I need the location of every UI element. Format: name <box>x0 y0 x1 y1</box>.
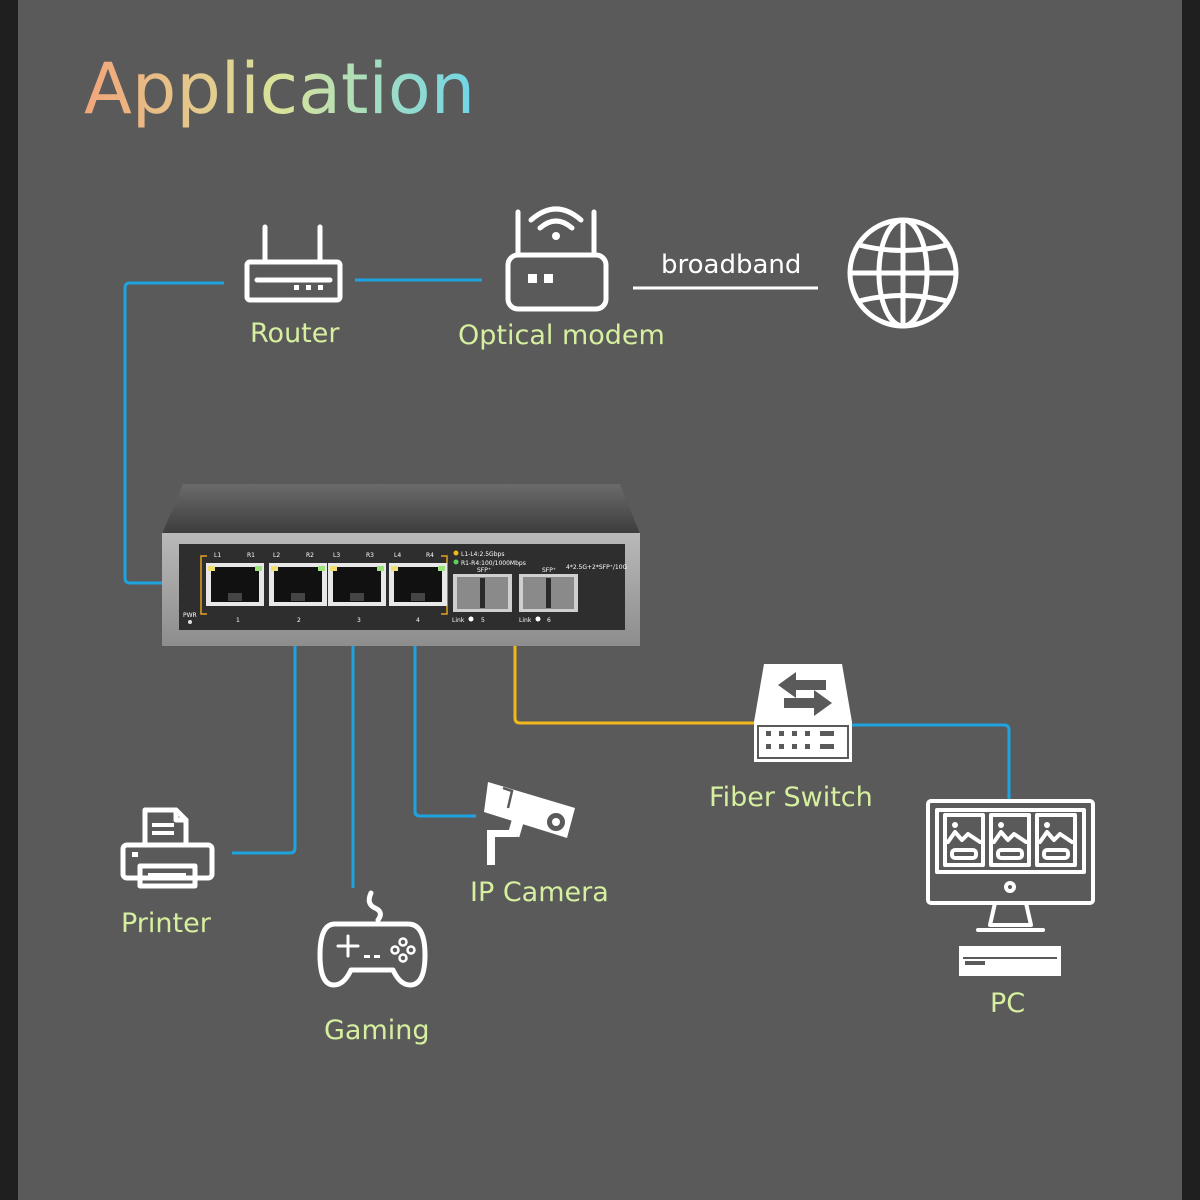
gaming-label: Gaming <box>324 1015 430 1046</box>
port-label-l2: L2 <box>273 552 280 559</box>
link-6-number: 6 <box>547 617 551 624</box>
rj45-port-2[interactable] <box>269 563 327 606</box>
port-label-r4: R4 <box>426 552 434 559</box>
printer-label: Printer <box>121 908 212 939</box>
port-label-l1: L1 <box>214 552 221 559</box>
router-icon[interactable] <box>244 224 343 303</box>
globe-icon[interactable] <box>847 217 959 329</box>
port-number-3: 3 <box>357 617 361 624</box>
sfp-port-6[interactable] <box>519 574 578 612</box>
rj45-port-1[interactable] <box>206 563 264 606</box>
router-label: Router <box>250 318 340 349</box>
port-label-r2: R2 <box>306 552 314 559</box>
pc-icon[interactable] <box>926 799 1095 976</box>
port-number-1: 1 <box>236 617 240 624</box>
legend-line-1: L1-L4:2.5Gbps <box>461 551 504 558</box>
port-number-2: 2 <box>297 617 301 624</box>
optical-modem-icon[interactable] <box>505 206 609 312</box>
pwr-label: PWR <box>183 612 197 619</box>
switch-top <box>162 484 640 534</box>
port-number-4: 4 <box>416 617 420 624</box>
sfp-port-5[interactable] <box>453 574 512 612</box>
fiber-switch-to-pc-link <box>850 723 1011 800</box>
fiber-link <box>513 632 756 725</box>
port-label-l4: L4 <box>394 552 401 559</box>
ip-camera-icon[interactable] <box>484 782 575 865</box>
printer-link <box>232 592 297 855</box>
sfp-label-1: SFP⁺ <box>477 567 491 574</box>
fiber-switch-icon[interactable] <box>754 664 852 762</box>
page-title: Application <box>84 48 475 130</box>
pwr-led <box>188 620 192 624</box>
legend-line-2: R1-R4:100/1000Mbps <box>461 560 526 567</box>
link-5-number: 5 <box>481 617 485 624</box>
ip-camera-label: IP Camera <box>470 877 609 908</box>
link-5-label: Link <box>452 617 465 624</box>
link-6-label: Link <box>519 617 532 624</box>
rj45-port-3[interactable] <box>328 563 386 606</box>
rj45-port-4[interactable] <box>389 563 447 606</box>
router-to-switch-link <box>123 281 235 585</box>
optical-modem-label: Optical modem <box>458 320 665 351</box>
broadband-label: broadband <box>661 250 801 280</box>
pc-label: PC <box>990 988 1025 1019</box>
port-label-r3: R3 <box>366 552 374 559</box>
port-label-r1: R1 <box>247 552 255 559</box>
network-switch: L1 R1 L2 R2 L3 R3 L4 R4 L1-L4:2.5Gbps R1… <box>162 484 640 646</box>
printer-icon[interactable] <box>120 807 215 889</box>
camera-link <box>413 592 476 818</box>
port-label-l3: L3 <box>333 552 340 559</box>
gamepad-icon[interactable] <box>317 890 428 988</box>
sfp-label-2: SFP⁺ <box>542 567 556 574</box>
switch-spec: 4*2.5G+2*SFP⁺/10G <box>566 564 628 571</box>
fiber-switch-label: Fiber Switch <box>709 782 873 813</box>
